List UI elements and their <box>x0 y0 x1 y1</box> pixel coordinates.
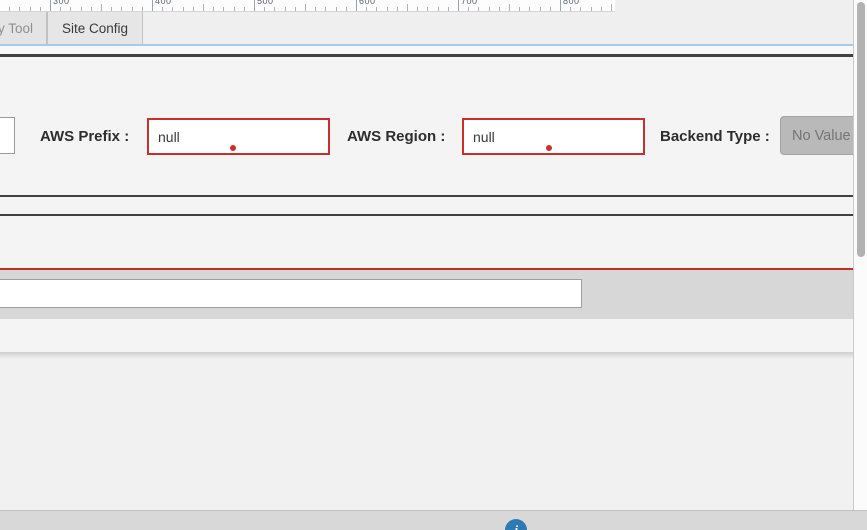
ruler-tick <box>417 7 419 11</box>
ruler-tick <box>50 0 51 11</box>
error-dot-icon <box>546 145 552 151</box>
scrollbar-thumb[interactable] <box>856 2 865 257</box>
horizontal-ruler: 300 400 500 600 700 800 <box>0 0 615 12</box>
ruler-tick <box>376 7 378 11</box>
aws-prefix-input[interactable] <box>147 118 330 155</box>
active-tab-underline <box>0 44 853 46</box>
info-glyph: i <box>514 522 518 530</box>
ruler-tick <box>243 7 245 11</box>
ruler-tick <box>437 7 439 11</box>
divider-middle-1 <box>0 195 853 197</box>
ruler-label: 600 <box>359 0 376 6</box>
ruler-tick <box>407 4 408 11</box>
ruler-tick <box>590 7 592 11</box>
ruler-tick <box>580 7 582 11</box>
ruler-tick <box>386 7 388 11</box>
ruler-tick <box>264 7 266 11</box>
ruler-tick <box>570 7 572 11</box>
error-dot-icon <box>230 145 236 151</box>
ruler-tick <box>458 0 459 11</box>
clipped-left-input[interactable] <box>0 117 15 154</box>
bottom-text-input[interactable] <box>0 279 582 308</box>
vertical-scrollbar[interactable] <box>853 0 867 510</box>
ruler-tick <box>315 7 317 11</box>
ruler-tick <box>152 0 153 11</box>
ruler-label: 500 <box>257 0 274 6</box>
backend-type-value: No Value <box>792 127 851 144</box>
ruler-tick <box>254 0 255 11</box>
ruler-tick <box>498 7 500 11</box>
ruler-tick <box>345 7 347 11</box>
ruler-tick <box>549 7 551 11</box>
backend-type-label: Backend Type : <box>660 128 770 145</box>
ruler-tick <box>121 7 123 11</box>
ruler-tick <box>60 7 62 11</box>
ruler-tick <box>366 7 368 11</box>
ruler-tick <box>233 7 235 11</box>
ruler-tick <box>611 4 612 11</box>
ruler-label: 800 <box>563 0 580 6</box>
ruler-tick <box>80 7 82 11</box>
ruler-tick <box>192 7 194 11</box>
tab-site-config[interactable]: Site Config <box>47 11 143 44</box>
aws-region-label: AWS Region : <box>347 128 446 145</box>
ruler-tick <box>223 7 225 11</box>
ruler-tick <box>90 7 92 11</box>
ruler-tick <box>131 7 133 11</box>
lower-panel <box>0 352 867 510</box>
divider-top <box>0 54 853 57</box>
ruler-tick <box>203 4 204 11</box>
ruler-tick <box>509 4 510 11</box>
ruler-label: 700 <box>461 0 478 6</box>
tab-label: Site Config <box>61 20 129 36</box>
ruler-tick <box>70 7 72 11</box>
ruler-tick <box>284 7 286 11</box>
ruler-tick <box>182 7 184 11</box>
ruler-tick <box>29 7 31 11</box>
divider-red <box>0 267 853 270</box>
ruler-tick <box>9 7 11 11</box>
tab-label: y Tool <box>0 20 33 36</box>
ruler-tick <box>39 7 41 11</box>
ruler-tick <box>519 7 521 11</box>
ruler-tick <box>600 7 602 11</box>
ruler-tick <box>447 7 449 11</box>
backend-type-select[interactable]: No Value <box>780 116 867 155</box>
ruler-tick <box>396 7 398 11</box>
ruler-tick <box>335 7 337 11</box>
ruler-label: 300 <box>53 0 70 6</box>
ruler-tick <box>427 7 429 11</box>
ruler-tick <box>101 4 102 11</box>
aws-prefix-label: AWS Prefix : <box>40 128 130 145</box>
ruler-tick <box>356 0 357 11</box>
tab-y-tool[interactable]: y Tool <box>0 11 47 44</box>
header-gap <box>0 46 853 54</box>
ruler-tick <box>111 7 113 11</box>
config-form-row: AWS Prefix : AWS Region : Backend Type :… <box>0 56 867 195</box>
ruler-tick <box>294 7 296 11</box>
ruler-tick <box>19 7 21 11</box>
ruler-tick <box>478 7 480 11</box>
info-icon[interactable]: i <box>505 519 527 530</box>
ruler-tick <box>488 7 490 11</box>
ruler-tick <box>162 7 164 11</box>
ruler-tick <box>305 4 306 11</box>
ruler-tick <box>172 7 174 11</box>
ruler-tick <box>539 7 541 11</box>
ruler-tick <box>141 7 143 11</box>
ruler-tick <box>468 7 470 11</box>
ruler-label: 400 <box>155 0 172 6</box>
divider-middle-2 <box>0 213 853 216</box>
ruler-tick <box>325 7 327 11</box>
ruler-tick <box>274 7 276 11</box>
footer-bar <box>0 510 867 530</box>
ruler-tick <box>213 7 215 11</box>
ruler-tick <box>560 0 561 11</box>
aws-region-input[interactable] <box>462 118 645 155</box>
ruler-tick <box>529 7 531 11</box>
